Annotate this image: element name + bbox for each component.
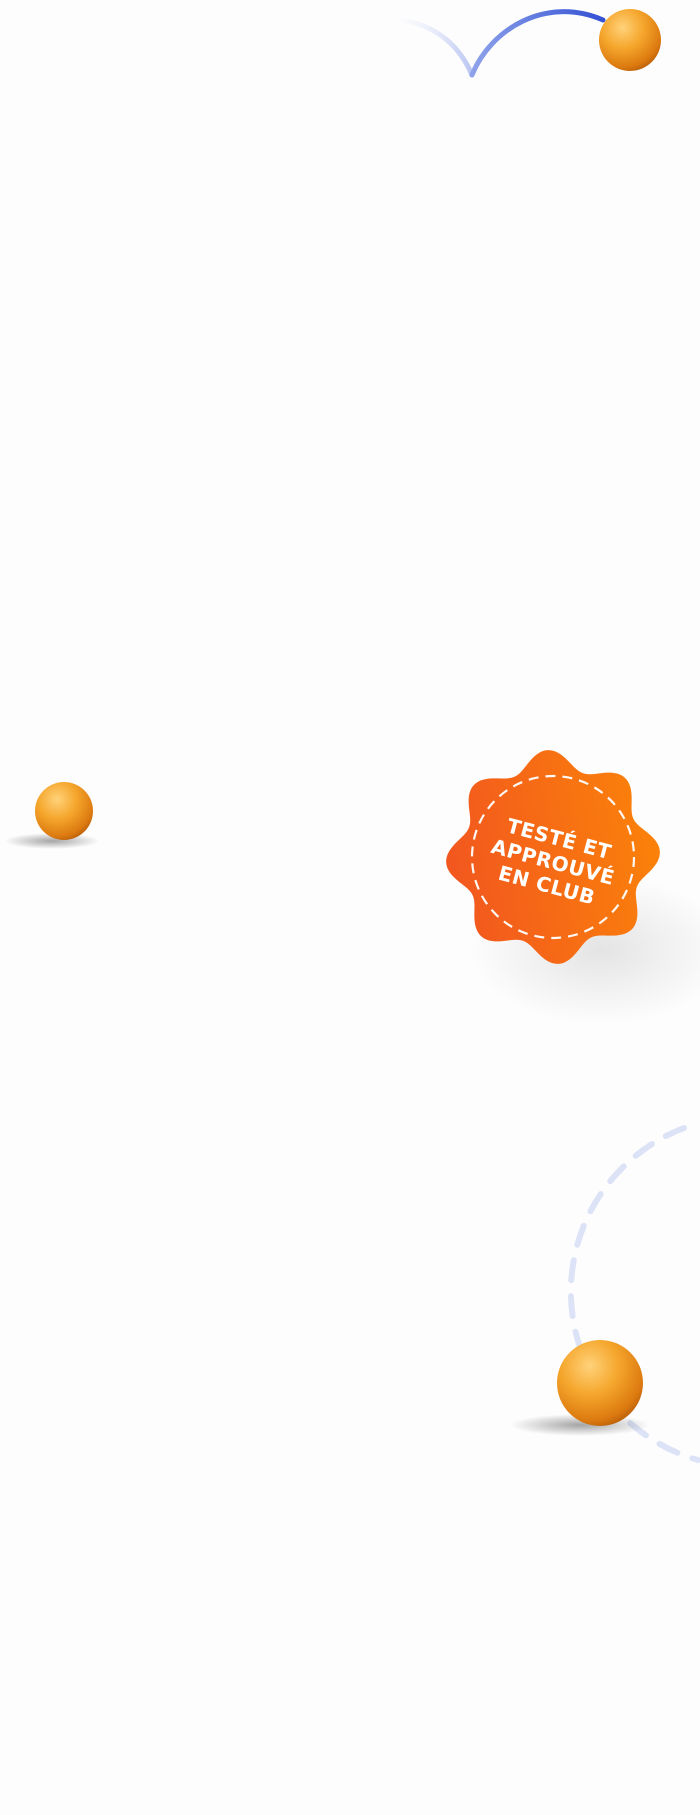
orange-ball-icon [599, 9, 661, 71]
orange-ball-icon [510, 1340, 650, 1436]
wavy-seal-icon [446, 750, 660, 964]
orange-ball-icon [4, 782, 100, 849]
blue-arc-icon [382, 9, 606, 78]
